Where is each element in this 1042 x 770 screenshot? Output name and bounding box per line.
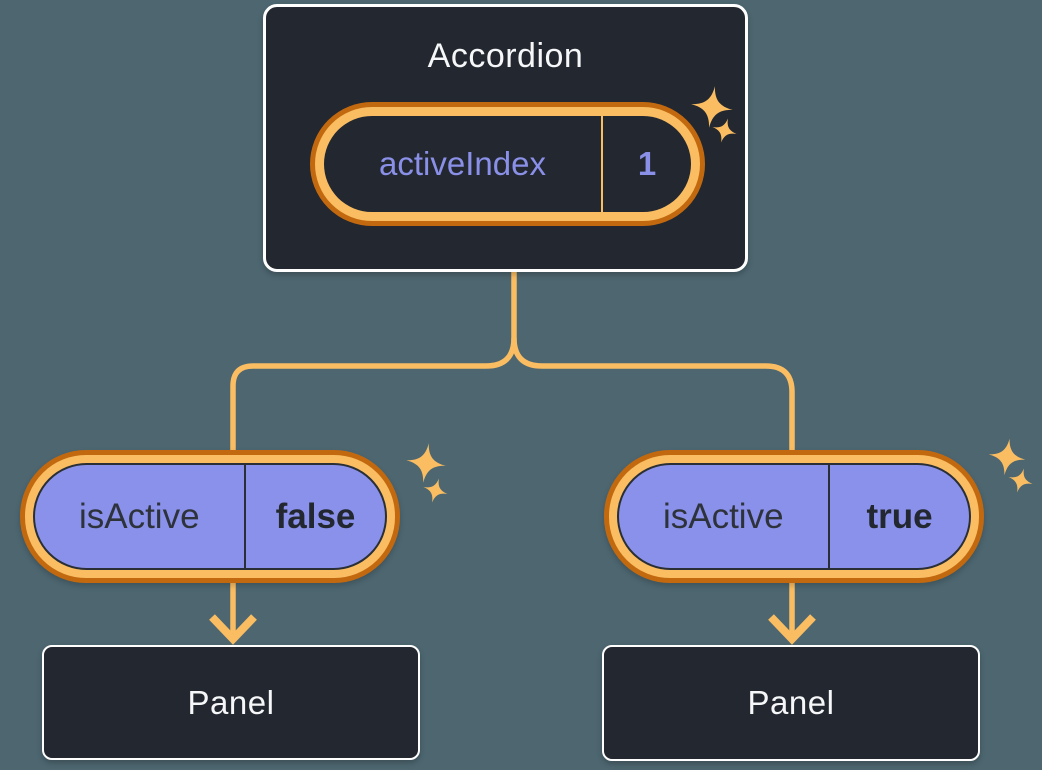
- prop-value: false: [275, 496, 356, 536]
- arrow-down-icon: [768, 614, 816, 645]
- prop-name-label: isActive: [662, 496, 784, 536]
- state-name-label: activeIndex: [379, 145, 546, 182]
- prop-name-label: isActive: [78, 496, 200, 536]
- sparkle-icon: [988, 438, 1026, 476]
- pill-divider: [827, 465, 830, 568]
- prop-value: true: [866, 496, 933, 536]
- panel-component-box-right: Panel: [602, 645, 980, 761]
- pill-divider: [243, 465, 246, 568]
- sparkle-icon: [406, 443, 446, 483]
- prop-pill-isactive-false: isActive false: [20, 450, 400, 583]
- prop-pill-isactive-true: isActive true: [604, 450, 984, 583]
- state-pill: activeIndex 1: [310, 102, 705, 226]
- accordion-component-box: Accordion activeIndex 1: [263, 4, 748, 272]
- state-value: 1: [637, 145, 657, 182]
- sparkle-icon: [712, 118, 737, 143]
- sparkle-icon: [1008, 468, 1033, 493]
- panel-component-box-left: Panel: [42, 645, 420, 760]
- arrow-down-icon: [209, 614, 257, 645]
- component-title: Accordion: [427, 37, 584, 75]
- pill-divider: [601, 116, 603, 212]
- sparkle-icon: [691, 86, 733, 128]
- sparkle-icon: [423, 478, 448, 503]
- branch-line-left: [230, 271, 517, 633]
- branch-line-right: [511, 337, 795, 633]
